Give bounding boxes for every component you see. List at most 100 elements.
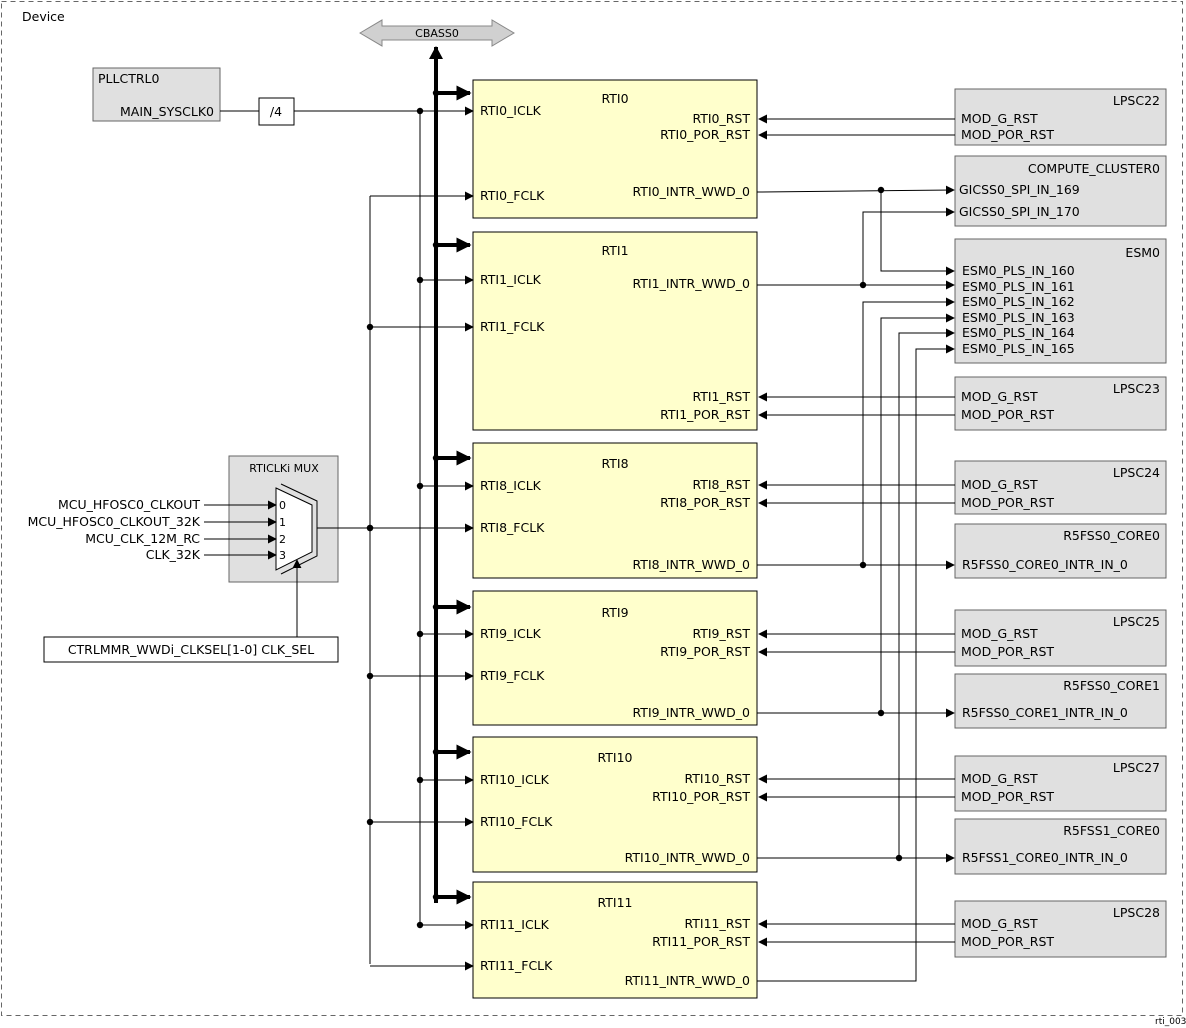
lpsc-name: LPSC23: [1113, 381, 1160, 396]
r5-block-name: R5FSS0_CORE0: [1063, 528, 1160, 543]
pllctrl-name: PLLCTRL0: [98, 71, 159, 86]
rti-block-body: [472, 736, 758, 873]
junction-dot: [877, 186, 885, 194]
rti-block-name: RTI1: [601, 243, 628, 258]
compute-cluster-block: COMPUTE_CLUSTER0GICSS0_SPI_IN_169GICSS0_…: [954, 155, 1167, 227]
lpsc-block-body: [954, 755, 1167, 812]
lpsc-name: LPSC25: [1113, 614, 1160, 629]
rti-port-iclk: RTI9_ICLK: [480, 626, 542, 641]
lpsc-g-rst: MOD_G_RST: [961, 626, 1038, 641]
mux-input-index: 2: [279, 533, 286, 546]
pllctrl-block: PLLCTRL0 MAIN_SYSCLK0: [92, 67, 221, 122]
rti-port-rst: RTI10_RST: [684, 771, 750, 786]
rti-port-fclk: RTI11_FCLK: [480, 958, 553, 973]
junction-dot: [416, 482, 424, 490]
mux-title: RTICLKi MUX: [249, 462, 319, 475]
mux-input-index: 1: [279, 516, 286, 529]
r5-input-label: R5FSS0_CORE1_INTR_IN_0: [962, 705, 1128, 720]
junction-dot: [416, 276, 424, 284]
clk-sel-block: CTRLMMR_WWDi_CLKSEL[1-0] CLK_SEL: [43, 559, 339, 663]
rti-port-intr: RTI11_INTR_WWD_0: [625, 973, 750, 988]
mux-input-label: MCU_HFOSC0_CLKOUT: [58, 497, 200, 512]
esm-input-label: ESM0_PLS_IN_160: [962, 263, 1075, 278]
intr-wire: [862, 207, 955, 285]
mux-input-label: MCU_HFOSC0_CLKOUT_32K: [28, 514, 201, 529]
junction-dot: [416, 107, 424, 115]
esm-input-label: ESM0_PLS_IN_164: [962, 325, 1075, 340]
mux-input-label: CLK_32K: [146, 547, 201, 562]
intr-wire: [756, 185, 955, 195]
rti-port-por_rst: RTI9_POR_RST: [660, 644, 750, 659]
junction-dot: [432, 241, 440, 249]
rti-block-rti0: RTI0RTI0_ICLKRTI0_FCLKRTI0_RSTRTI0_POR_R…: [370, 79, 758, 219]
r5-block-body: [954, 818, 1167, 875]
rti-port-intr: RTI8_INTR_WWD_0: [633, 557, 751, 572]
device-label: Device: [22, 9, 65, 24]
rti-port-rst: RTI8_RST: [692, 477, 750, 492]
lpsc-por-rst: MOD_POR_RST: [961, 495, 1054, 510]
intr-wire: [757, 344, 955, 982]
rti-port-intr: RTI1_INTR_WWD_0: [633, 276, 751, 291]
rti-block-rti8: RTI8RTI8_ICLKRTI8_FCLKRTI8_RSTRTI8_POR_R…: [366, 442, 758, 579]
cbass-bus: CBASS0: [359, 19, 515, 903]
compute-cluster-body: [954, 155, 1167, 227]
rti-port-intr: RTI0_INTR_WWD_0: [633, 184, 751, 199]
target-blocks: LPSC22MOD_G_RSTMOD_POR_RSTLPSC23MOD_G_RS…: [758, 88, 1167, 958]
lpsc-name: LPSC24: [1113, 465, 1160, 480]
esm-input-label: ESM0_PLS_IN_161: [962, 279, 1075, 294]
rti-block-name: RTI9: [601, 605, 628, 620]
intr-wire: [880, 313, 955, 713]
rti-port-fclk: RTI10_FCLK: [480, 814, 553, 829]
gicss-input-label: GICSS0_SPI_IN_170: [959, 204, 1080, 219]
junction-dot: [859, 281, 867, 289]
rti-port-rst: RTI11_RST: [684, 916, 750, 931]
junction-dot: [416, 776, 424, 784]
r5-input-label: R5FSS1_CORE0_INTR_IN_0: [962, 850, 1128, 865]
gicss-input-label: GICSS0_SPI_IN_169: [959, 182, 1080, 197]
rti-block-body: [472, 79, 758, 219]
rti-block-body: [472, 590, 758, 726]
junction-dot: [432, 603, 440, 611]
lpsc-g-rst: MOD_G_RST: [961, 916, 1038, 931]
lpsc-g-rst: MOD_G_RST: [961, 111, 1038, 126]
rti-port-iclk: RTI8_ICLK: [480, 478, 542, 493]
mux-input-label: MCU_CLK_12M_RC: [85, 531, 200, 546]
intr-wire: [862, 297, 955, 565]
rti-block-name: RTI10: [597, 750, 632, 765]
rti-block-body: [472, 881, 758, 999]
r5-block-name: R5FSS1_CORE0: [1063, 823, 1160, 838]
lpsc-block-body: [954, 376, 1167, 431]
rti-port-por_rst: RTI1_POR_RST: [660, 407, 750, 422]
rti-port-por_rst: RTI0_POR_RST: [660, 127, 750, 142]
mux-input-index: 3: [279, 549, 286, 562]
intr-wire: [880, 190, 955, 276]
junction-dot: [366, 672, 374, 680]
esm-input-label: ESM0_PLS_IN_162: [962, 294, 1075, 309]
lpsc-por-rst: MOD_POR_RST: [961, 789, 1054, 804]
rti-port-intr: RTI10_INTR_WWD_0: [625, 850, 750, 865]
rti-port-por_rst: RTI8_POR_RST: [660, 495, 750, 510]
rti-block-name: RTI11: [597, 895, 632, 910]
rti-block-rti1: RTI1RTI1_ICLKRTI1_FCLKRTI1_RSTRTI1_POR_R…: [366, 231, 758, 431]
junction-dot: [366, 323, 374, 331]
lpsc-block-body: [954, 88, 1167, 146]
rti-block-name: RTI0: [601, 91, 628, 106]
lpsc-name: LPSC28: [1113, 905, 1160, 920]
rti-port-fclk: RTI8_FCLK: [480, 520, 545, 535]
rti-port-iclk: RTI11_ICLK: [480, 917, 550, 932]
esm-body: [954, 238, 1167, 364]
junction-dot: [859, 561, 867, 569]
compute-cluster-name: COMPUTE_CLUSTER0: [1028, 161, 1160, 176]
rti-port-rst: RTI1_RST: [692, 389, 750, 404]
junction-dot: [432, 89, 440, 97]
rti-port-fclk: RTI9_FCLK: [480, 668, 545, 683]
lpsc-block-body: [954, 460, 1167, 515]
